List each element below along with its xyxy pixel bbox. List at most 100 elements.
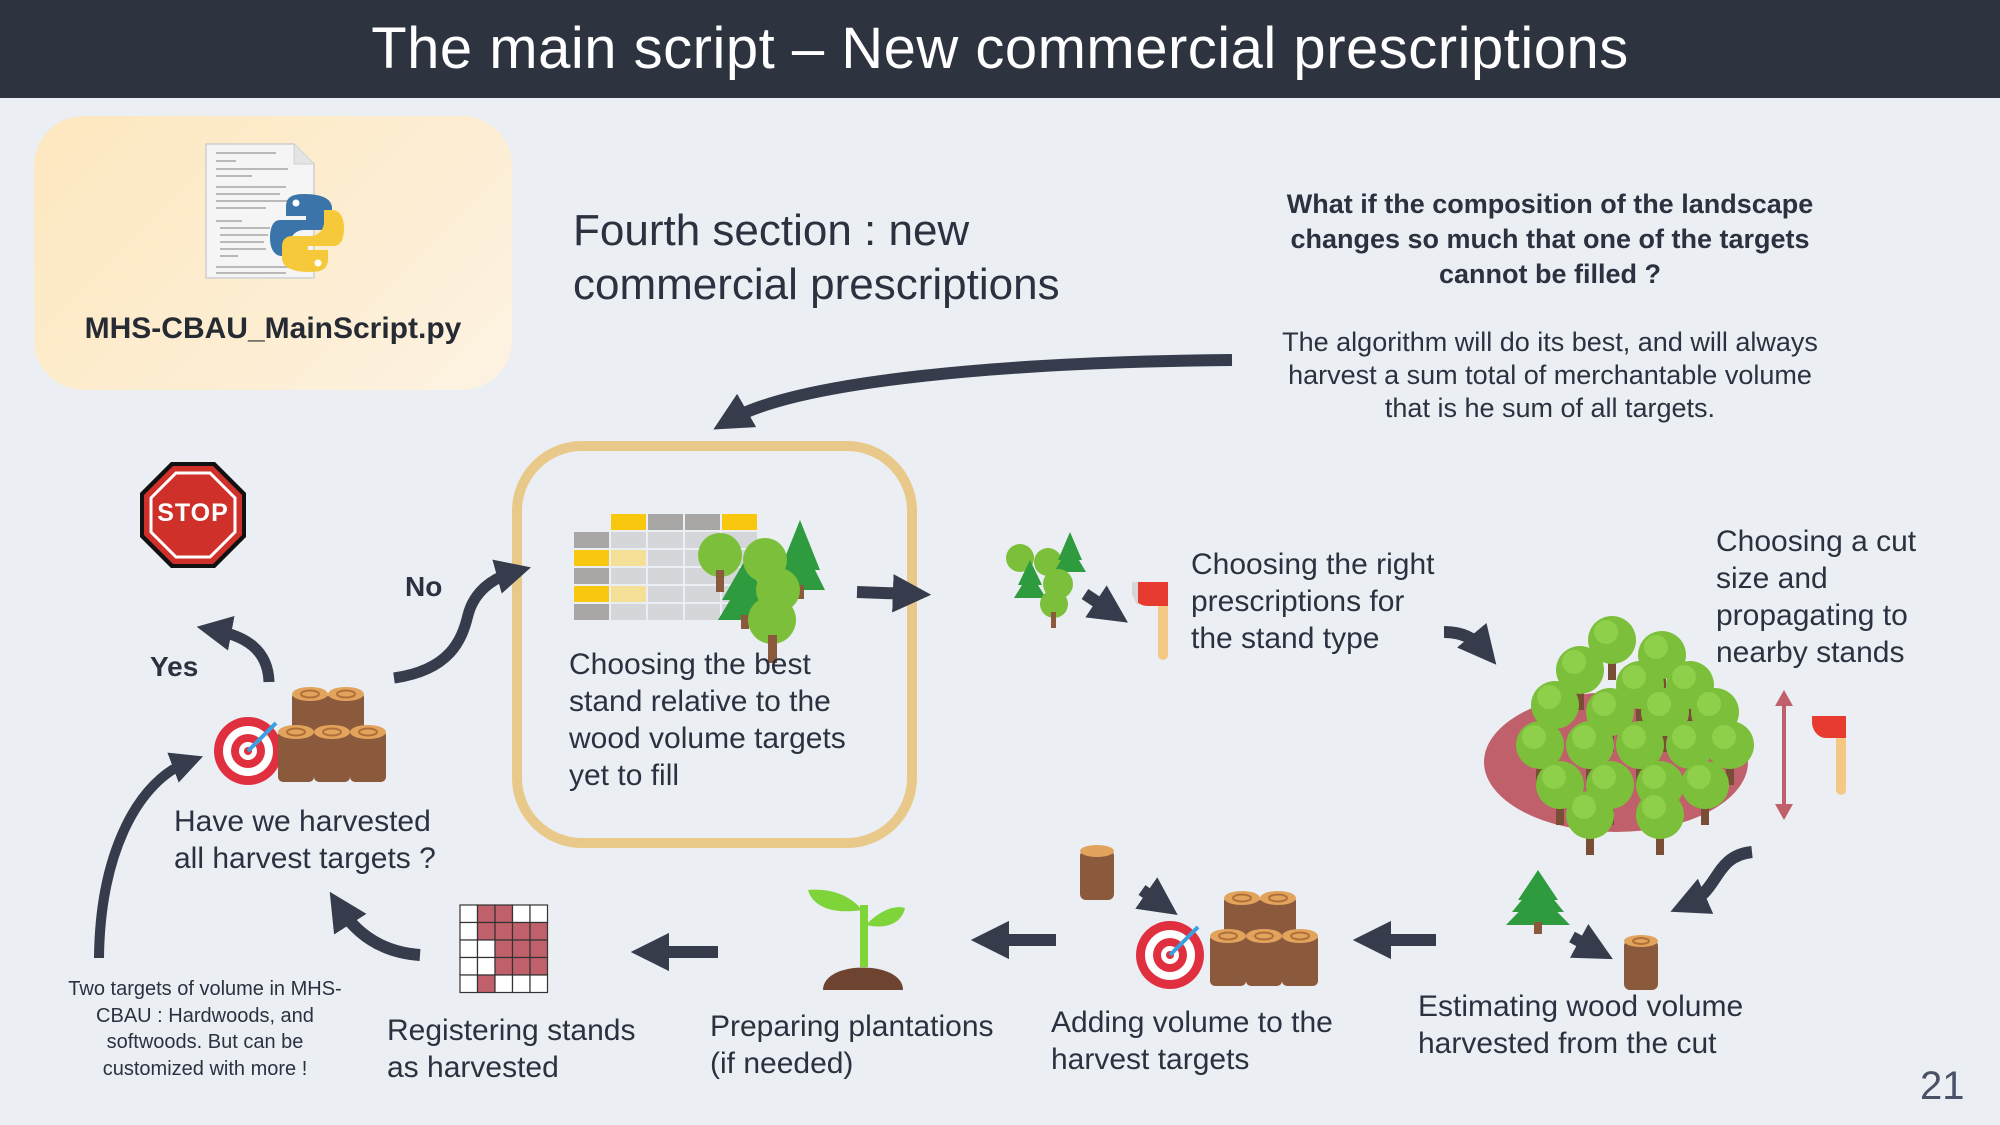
axe-icon [1132,582,1168,660]
tree-trunk [1608,650,1616,680]
unharvested-cell [459,939,479,959]
log-end [1224,891,1260,905]
forest-cluster-icon [698,520,825,663]
table-cell [611,532,646,548]
log-ring [1218,931,1238,941]
tree-crown-highlight [1537,685,1561,709]
step-text-line: yet to fill [569,759,680,792]
step-text-line: harvested from the cut [1418,1027,1717,1060]
stop-sign-icon [140,462,246,568]
step-text-line: Adding volume to the [1051,1006,1333,1039]
unharvested-cell [494,974,514,994]
log-icon [1080,845,1114,900]
table-row-header-cell [574,586,609,602]
note-line: softwoods. But can be [106,1031,304,1053]
table-cell [648,604,683,620]
step-register-label: Registering stands as harvested [387,1012,635,1086]
tree-crown-highlight [1562,650,1586,674]
target-icon [214,717,282,785]
tree-crown-highlight [1592,692,1616,716]
tree-crown-highlight [1572,795,1596,819]
tree-crown-highlight [1672,665,1696,689]
mixed-trees-icon [1006,532,1086,628]
note-line: Two targets of volume in MHS- [68,978,342,1000]
log-end [278,725,314,739]
step-estimate-volume-label: Estimating wood volume harvested from th… [1418,988,1743,1062]
step-text-line: as harvested [387,1051,559,1084]
step-text-line: Preparing plantations [710,1010,994,1043]
unharvested-cell [459,956,479,976]
tree-trunk [1576,680,1584,710]
tree-crown-highlight [1622,725,1646,749]
harvested-cell [494,904,514,924]
tree-crown-highlight [1644,635,1668,659]
log-ring [336,689,356,699]
tree-crown-highlight [1712,725,1736,749]
slide-title: The main script – New commercial prescri… [371,16,1629,81]
log-end [1282,929,1318,943]
current-step-highlight [512,441,917,848]
cut-size-arrow-icon [1775,690,1793,820]
log-ring [358,727,378,737]
step-cut-size-label: Choosing a cut size and propagating to n… [1716,523,1916,671]
step-text-line: (if needed) [710,1047,854,1080]
log [350,730,386,782]
tree-crown-highlight [1697,692,1721,716]
script-file-card: MHS-CBAU_MainScript.py [34,116,512,390]
tree-trunk [1636,695,1644,725]
step-choose-prescriptions-label: Choosing the right prescriptions for the… [1191,546,1435,657]
forest-stand-icon [1484,616,1754,855]
tree-crown-highlight [1642,765,1666,789]
step-text-line: wood volume targets [569,722,846,755]
log [1210,934,1246,986]
arrow-note-to-check [94,752,203,959]
step-add-volume-label: Adding volume to the harvest targets [1051,1004,1333,1078]
stop-sign-label: STOP [157,499,229,527]
harvested-cell [511,921,531,941]
tree-crown-highlight [1592,765,1616,789]
unharvested-cell [459,904,479,924]
log-icon [1624,935,1658,990]
unharvested-cell [511,974,531,994]
log-end [328,687,364,701]
tree-crown-highlight [1687,765,1711,789]
log-ring [322,727,342,737]
table-cell [685,586,720,602]
log-end [350,725,386,739]
answer-line: The algorithm will do its best, and will… [1282,327,1818,357]
tree-crown-highlight [1642,795,1666,819]
harvested-cell [476,974,496,994]
callout-question: What if the composition of the landscape… [1240,187,1860,292]
step-text-line: Choosing the best [569,648,811,681]
tree-trunk [1701,795,1709,825]
arrow-no-to-step1 [393,559,531,684]
tree-trunk [1586,755,1594,785]
log-end [1260,891,1296,905]
decision-no-label: No [405,571,443,602]
unharvested-cell [459,974,479,994]
step-text-line: size and [1716,562,1828,595]
tree-crown-highlight [1647,692,1671,716]
section-title: Fourth section : new commercial prescrip… [573,204,1060,312]
sprout-icon [808,889,905,990]
step-text-line: Have we harvested [174,805,431,838]
section-title-line: commercial prescriptions [573,260,1060,309]
log-ring [286,727,306,737]
log-end [314,725,350,739]
table-cell [648,550,683,566]
decision-yes-label: Yes [150,651,199,682]
log-end [1210,929,1246,943]
slide-header: The main script – New commercial prescri… [0,0,2000,98]
harvested-cell [494,921,514,941]
table-row-header-cell [574,604,609,620]
table-row-header-cell [574,532,609,548]
table-row-header-cell [574,550,609,566]
table-header-cell [648,514,683,530]
tree-crown-highlight [1542,765,1566,789]
section-title-line: Fourth section : new [573,206,970,255]
tree-crown-highlight [1522,725,1546,749]
table-header-cell [685,514,720,530]
log [1246,934,1282,986]
table-cell [611,550,646,566]
step-text-line: Choosing a cut [1716,525,1917,558]
